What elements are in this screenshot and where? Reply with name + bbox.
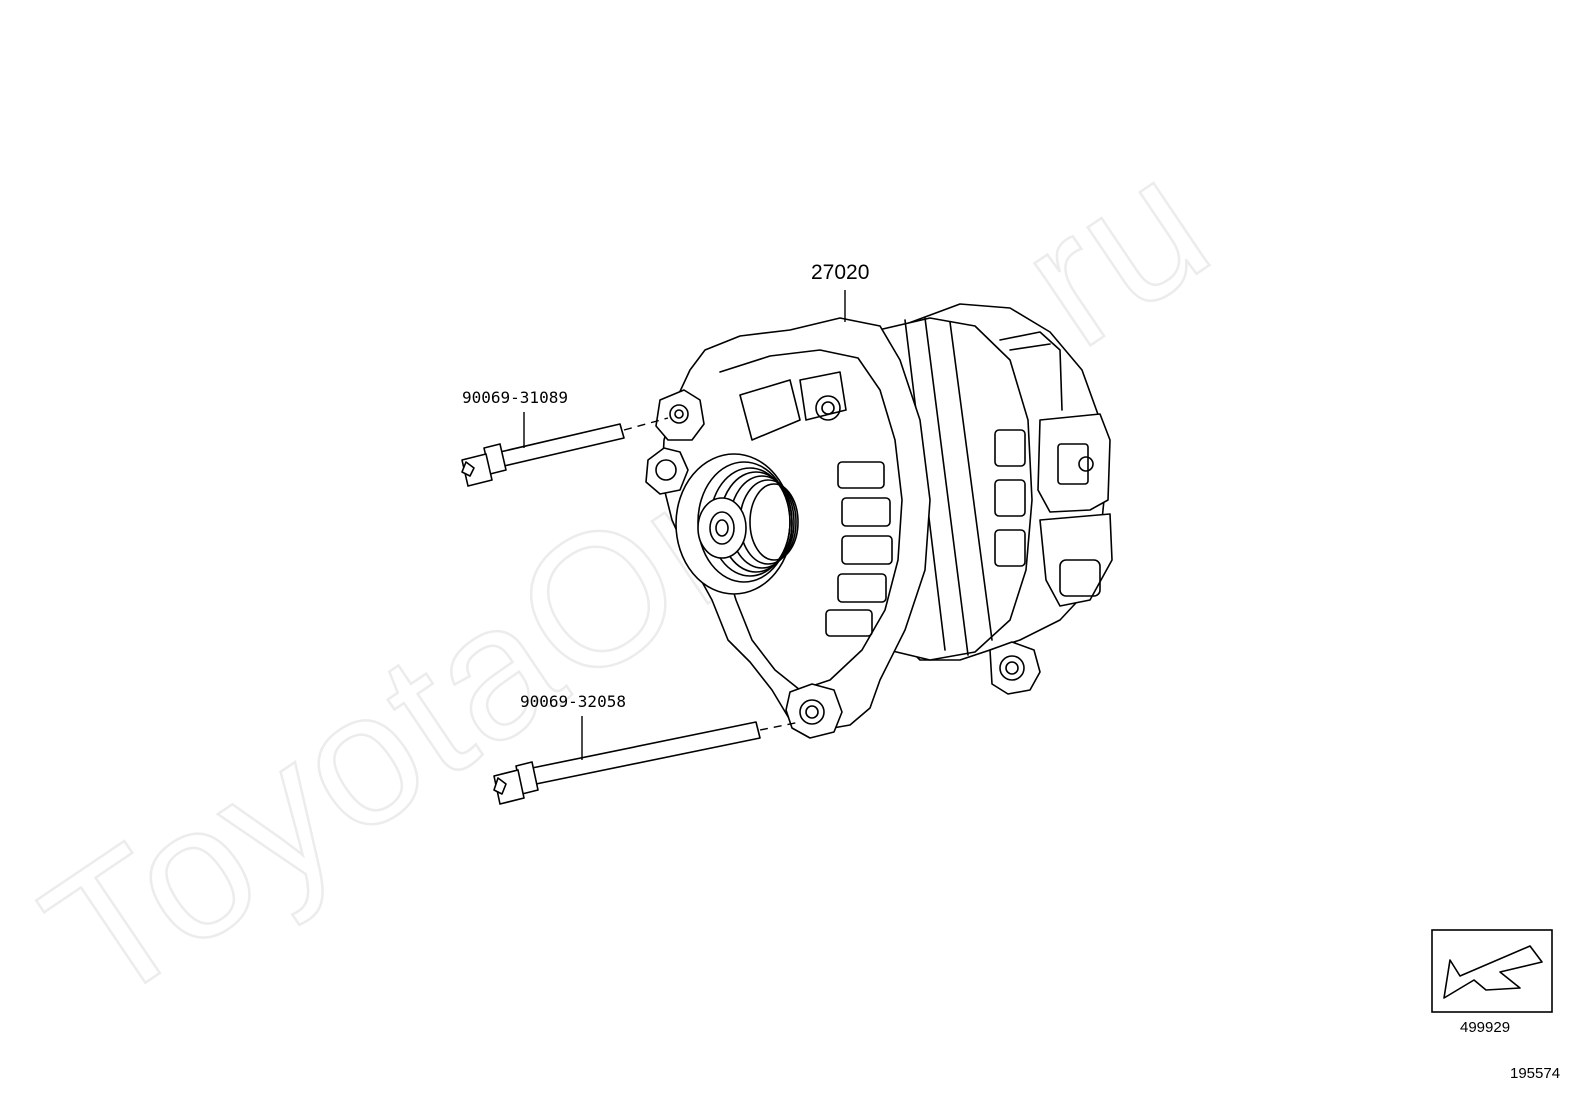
bolt-icon[interactable] <box>493 721 761 805</box>
reference-number[interactable]: 499929 <box>1460 1019 1511 1036</box>
bolt-icon[interactable] <box>461 423 625 487</box>
bolt-lower-axis-line <box>759 721 801 731</box>
part-number-alternator[interactable]: 27020 <box>811 261 870 284</box>
part-number-bolt-lower[interactable]: 90069-32058 <box>520 692 626 711</box>
diagram-number: 195574 <box>1510 1065 1561 1082</box>
alternator-icon[interactable] <box>645 303 1113 739</box>
part-number-bolt-upper[interactable]: 90069-31089 <box>462 388 568 407</box>
bolt-upper-axis-line <box>623 417 669 431</box>
arrow-reference-icon[interactable] <box>1431 929 1553 1013</box>
